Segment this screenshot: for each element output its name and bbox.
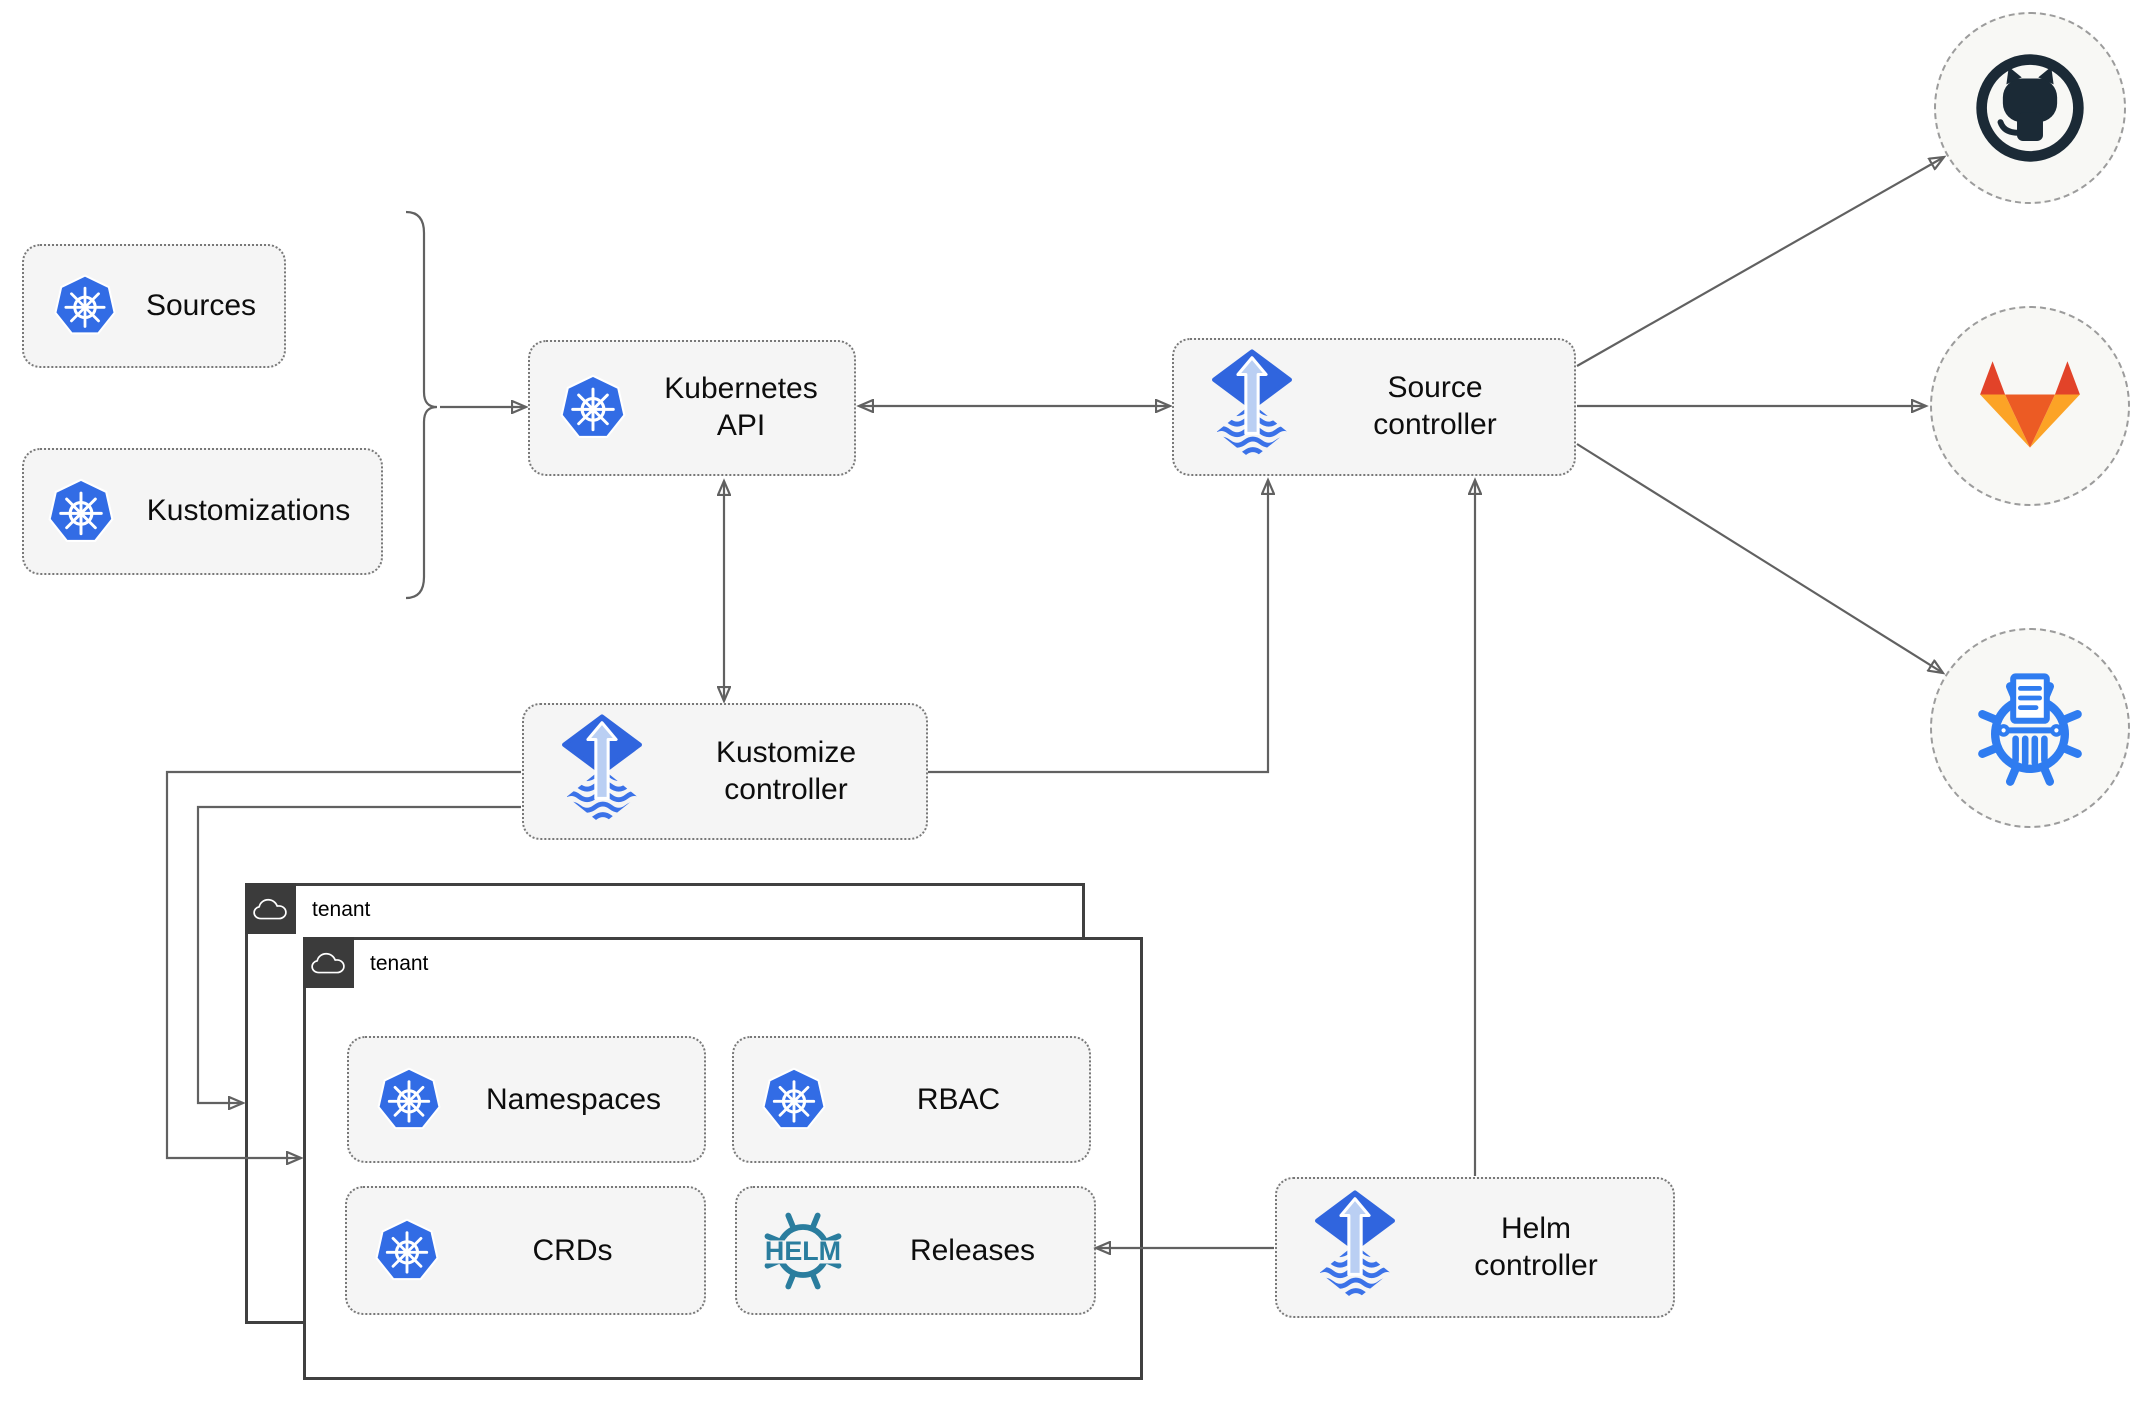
brace-bracket xyxy=(405,210,438,600)
kubernetes-icon xyxy=(375,1066,443,1134)
namespaces-label: Namespaces xyxy=(485,1082,662,1116)
namespaces-node: Namespaces xyxy=(347,1036,706,1163)
gitlab-icon xyxy=(1980,361,2080,448)
source-controller-label-line2: controller xyxy=(1373,408,1497,441)
kubernetes-icon xyxy=(373,1217,441,1285)
kubernetes-api-label: Kubernetes API xyxy=(664,372,818,442)
gitlab-target xyxy=(1930,306,2130,506)
tenant-outer-label: tenant xyxy=(312,898,371,921)
kustomizations-label: Kustomizations xyxy=(146,494,351,528)
rbac-node: RBAC xyxy=(732,1036,1091,1163)
kubernetes-icon xyxy=(46,477,116,547)
kustomize-controller-label-line2: controller xyxy=(724,772,848,806)
flux-icon xyxy=(1208,349,1296,465)
tenant-outer-tab xyxy=(245,883,296,934)
sources-label: Sources xyxy=(145,288,257,322)
kustomizations-node: Kustomizations xyxy=(22,448,383,575)
arrow-source-chartmuseum xyxy=(1576,443,1943,673)
tenant-inner-label: tenant xyxy=(370,952,429,975)
kubernetes-api-node: Kubernetes API xyxy=(528,340,856,476)
helm-controller-label-line2: controller xyxy=(1474,1248,1598,1282)
arrow-source-github xyxy=(1576,157,1944,367)
source-controller-node: Source controller xyxy=(1172,338,1576,476)
kubernetes-icon xyxy=(52,273,118,339)
crds-label: CRDs xyxy=(532,1233,613,1267)
rbac-label: RBAC xyxy=(916,1082,1001,1116)
flux-icon xyxy=(558,714,646,830)
source-controller-label-line1: Source xyxy=(1387,371,1483,405)
helm-controller-node: Helm controller xyxy=(1275,1177,1675,1318)
cloud-icon xyxy=(311,950,347,976)
releases-label: Releases xyxy=(909,1233,1036,1267)
releases-node: HELM Releases xyxy=(735,1186,1096,1315)
kustomize-controller-label-line1: Kustomize xyxy=(715,735,857,769)
arrow-kustomize-source xyxy=(928,480,1268,774)
flux-icon xyxy=(1311,1190,1399,1306)
helm-wheel-icon: HELM xyxy=(764,1212,842,1289)
kustomize-controller-node: Kustomize controller xyxy=(522,703,928,840)
cloud-icon xyxy=(253,896,289,922)
kubernetes-icon xyxy=(558,373,628,443)
helm-logo-text: HELM xyxy=(765,1236,841,1266)
kubernetes-icon xyxy=(760,1066,828,1134)
github-target xyxy=(1934,12,2126,204)
helm-controller-label-line1: Helm xyxy=(1500,1211,1571,1245)
sources-node: Sources xyxy=(22,244,286,368)
tenant-inner-tab xyxy=(303,937,354,988)
chartmuseum-icon xyxy=(1978,673,2082,786)
github-icon xyxy=(1976,54,2084,162)
crds-node: CRDs xyxy=(345,1186,706,1315)
tenant-inner: tenant Namespaces RBAC CRDs xyxy=(303,937,1143,1380)
chartmuseum-target xyxy=(1930,628,2130,828)
